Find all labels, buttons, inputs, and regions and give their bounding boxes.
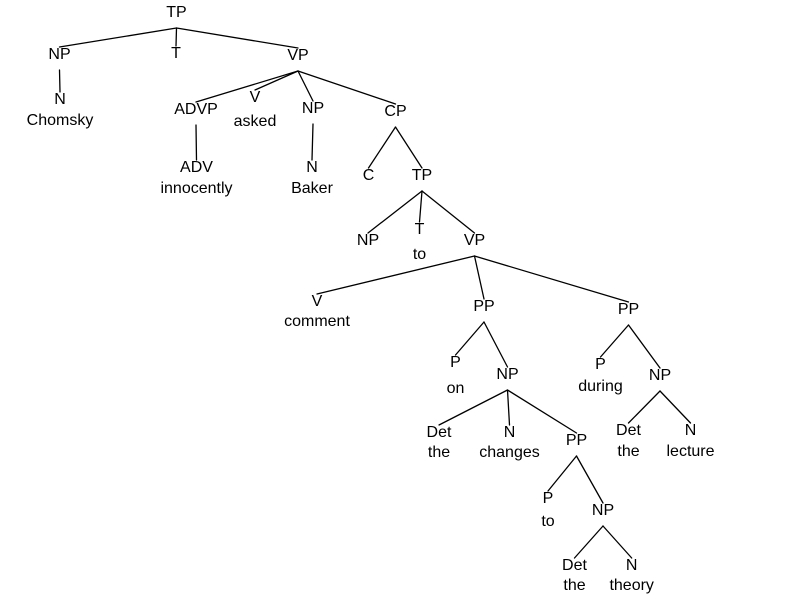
tree-node-np5: NP (648, 367, 672, 384)
tree-edge-pp3-p3 (547, 455, 578, 492)
tree-node-np1: NP (48, 46, 71, 63)
tree-word-v2: comment (284, 313, 350, 330)
tree-node-v1: V (249, 89, 261, 106)
tree-edge-tp1-np1 (58, 27, 178, 48)
tree-edge-np4-n3 (506, 389, 511, 426)
tree-node-n4: N (684, 422, 697, 439)
tree-edge-tp1-vp1 (175, 27, 299, 49)
tree-edge-pp1-p1 (454, 321, 485, 356)
tree-word-n3: changes (479, 444, 540, 461)
tree-edge-np4-pp3 (506, 389, 578, 434)
tree-node-c: C (362, 167, 375, 184)
tree-word-p1: on (446, 380, 465, 397)
tree-edge-np5-det2 (627, 390, 661, 424)
tree-node-advp: ADVP (174, 101, 218, 118)
tree-node-tp2: TP (411, 167, 433, 184)
tree-edge-tp2-np3 (367, 190, 423, 234)
tree-word-det3: the (563, 577, 586, 594)
tree-edge-vp1-v1 (254, 70, 299, 91)
tree-edge-vp1-cp (297, 70, 397, 105)
tree-node-n1: N (54, 91, 66, 108)
tree-edge-vp1-advp (195, 70, 299, 103)
tree-node-adv: ADV (180, 159, 213, 176)
tree-word-adv: innocently (160, 180, 233, 197)
tree-node-p3: P (542, 490, 554, 507)
tree-edge-np5-n4 (659, 390, 692, 424)
tree-node-p1: P (450, 354, 461, 371)
tree-edge-vp2-v2 (316, 255, 476, 295)
tree-word-n1: Chomsky (26, 112, 94, 129)
tree-node-tp1: TP (166, 4, 187, 21)
tree-edge-vp2-pp2 (473, 255, 630, 303)
tree-node-n5: N (625, 557, 638, 574)
tree-node-det1: Det (426, 424, 452, 441)
tree-node-pp1: PP (473, 298, 495, 315)
tree-edge-np4-det1 (438, 389, 509, 426)
tree-node-p2: P (595, 356, 606, 373)
tree-edge-np6-det3 (573, 525, 604, 559)
tree-edge-vp1-np2 (297, 70, 314, 102)
tree-node-t2: T (414, 221, 425, 238)
tree-edge-vp2-pp1 (473, 255, 485, 300)
tree-node-np6: NP (591, 502, 615, 519)
tree-word-det2: the (617, 443, 640, 460)
tree-edge-tp2-t2 (418, 190, 423, 223)
tree-edge-advp-adv (195, 124, 198, 161)
tree-word-det1: the (427, 444, 451, 461)
tree-word-n2: Baker (291, 180, 333, 197)
tree-node-n3: N (503, 424, 516, 441)
tree-node-v2: V (311, 293, 323, 310)
tree-edge-np1-n1 (58, 69, 61, 93)
tree-edge-np2-n2 (311, 123, 314, 161)
tree-word-t2: to (412, 246, 427, 263)
tree-node-t1: T (171, 45, 181, 62)
tree-node-det3: Det (562, 557, 587, 574)
tree-node-det2: Det (616, 422, 641, 439)
tree-node-cp: CP (384, 103, 407, 120)
tree-word-p2: during (578, 378, 623, 395)
tree-node-vp2: VP (463, 232, 486, 249)
tree-word-v1: asked (233, 113, 277, 130)
tree-node-n2: N (306, 159, 318, 176)
tree-edge-cp-tp2 (394, 126, 423, 169)
tree-word-n5: theory (609, 577, 654, 594)
tree-edge-pp1-np4 (483, 321, 509, 368)
tree-node-pp2: PP (617, 301, 640, 318)
tree-edge-tp1-t1 (175, 27, 178, 47)
tree-edge-cp-c (367, 126, 397, 169)
tree-word-n4: lecture (666, 443, 715, 460)
tree-node-vp1: VP (287, 47, 309, 64)
tree-node-np3: NP (356, 232, 380, 249)
tree-edge-tp2-vp2 (421, 190, 476, 234)
tree-edge-np6-n5 (602, 525, 633, 559)
tree-node-pp3: PP (565, 432, 588, 449)
tree-edge-pp3-np6 (575, 455, 604, 504)
tree-edge-pp2-np5 (627, 324, 661, 369)
tree-node-np2: NP (301, 100, 325, 117)
tree-word-p3: to (541, 513, 555, 530)
tree-edge-pp2-p2 (599, 324, 630, 358)
tree-node-np4: NP (496, 366, 519, 383)
